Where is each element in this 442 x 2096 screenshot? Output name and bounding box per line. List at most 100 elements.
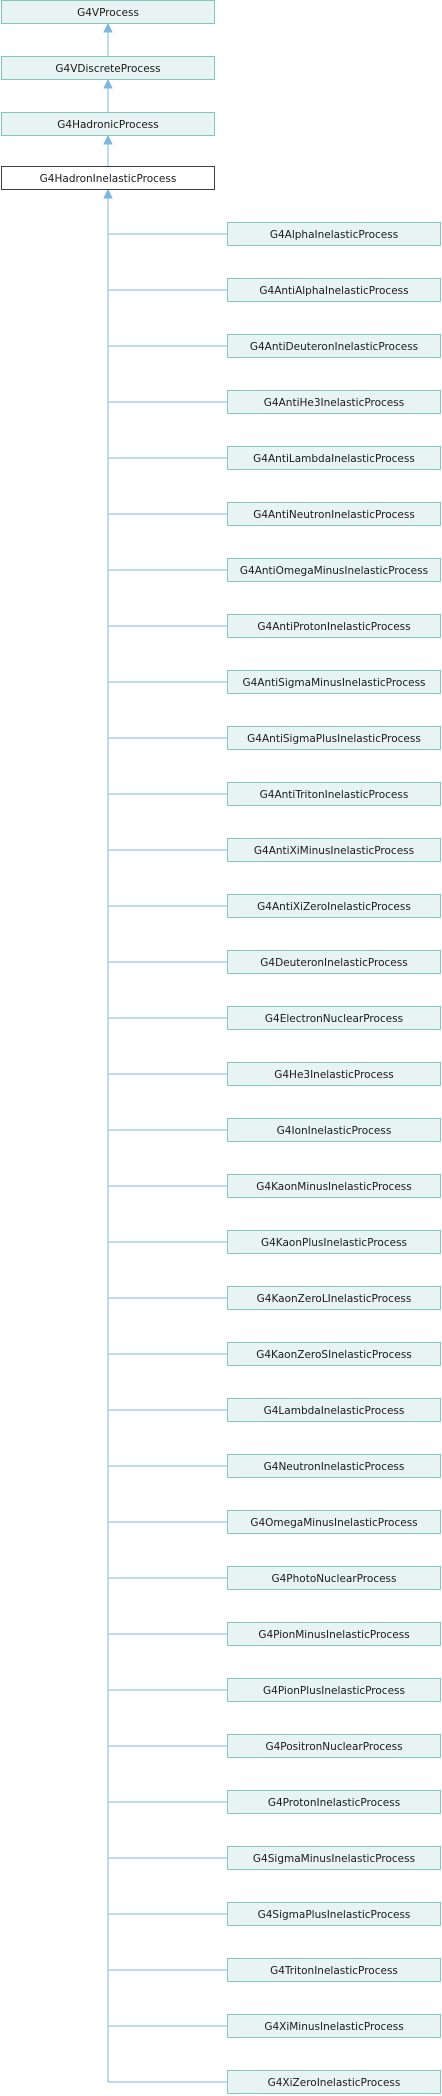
class-node-box [227,1174,441,1198]
class-node-photo-nuclear-process[interactable]: G4PhotoNuclearProcess [227,1566,441,1590]
class-node-label: G4LambdaInelasticProcess [264,1405,405,1417]
class-node-box [227,1006,441,1030]
class-node-anti-triton-inelastic-process[interactable]: G4AntiTritonInelasticProcess [227,782,441,806]
class-node-box [227,1678,441,1702]
class-node-box [227,2014,441,2038]
class-node-anti-alpha-inelastic-process[interactable]: G4AntiAlphaInelasticProcess [227,278,441,302]
class-node-box [227,1454,441,1478]
class-node-box [227,222,441,246]
class-node-box [227,950,441,974]
class-node-he3-inelastic-process[interactable]: G4He3InelasticProcess [227,1062,441,1086]
class-node-box [227,390,441,414]
class-node-anti-deuteron-inelastic-process[interactable]: G4AntiDeuteronInelasticProcess [227,334,441,358]
class-node-label: G4TritonInelasticProcess [270,1965,398,1977]
class-node-label: G4XiMinusInelasticProcess [264,2021,403,2033]
class-node-label: G4VProcess [77,7,139,19]
class-node-vdiscrete-process[interactable]: G4VDiscreteProcess [1,56,215,80]
class-node-label: G4PhotoNuclearProcess [271,1573,396,1585]
class-node-deuteron-inelastic-process[interactable]: G4DeuteronInelasticProcess [227,950,441,974]
class-node-anti-xi-minus-inelastic-process[interactable]: G4AntiXiMinusInelasticProcess [227,838,441,862]
class-node-electron-nuclear-process[interactable]: G4ElectronNuclearProcess [227,1006,441,1030]
class-node-box [227,614,441,638]
class-node-label: G4PionPlusInelasticProcess [263,1685,405,1697]
class-node-label: G4PositronNuclearProcess [265,1741,402,1753]
class-node-anti-omega-minus-inelastic-process[interactable]: G4AntiOmegaMinusInelasticProcess [227,558,441,582]
class-node-hadron-inelastic-process[interactable]: G4HadronInelasticProcess [1,166,215,190]
class-node-anti-sigma-minus-inelastic-process[interactable]: G4AntiSigmaMinusInelasticProcess [227,670,441,694]
class-node-proton-inelastic-process[interactable]: G4ProtonInelasticProcess [227,1790,441,1814]
class-node-xi-zero-inelastic-process[interactable]: G4XiZeroInelasticProcess [227,2070,441,2094]
class-node-positron-nuclear-process[interactable]: G4PositronNuclearProcess [227,1734,441,1758]
class-node-box [227,1790,441,1814]
class-node-label: G4VDiscreteProcess [55,63,160,75]
class-node-label: G4NeutronInelasticProcess [264,1461,405,1473]
class-node-box [227,1902,441,1926]
class-node-label: G4AntiXiMinusInelasticProcess [254,845,414,857]
class-node-label: G4OmegaMinusInelasticProcess [250,1517,417,1529]
class-node-ion-inelastic-process[interactable]: G4IonInelasticProcess [227,1118,441,1142]
class-node-box [227,502,441,526]
class-node-anti-proton-inelastic-process[interactable]: G4AntiProtonInelasticProcess [227,614,441,638]
class-node-pion-plus-inelastic-process[interactable]: G4PionPlusInelasticProcess [227,1678,441,1702]
inheritance-arrow-icon [103,78,113,89]
class-node-label: G4IonInelasticProcess [277,1125,392,1137]
class-node-label: G4XiZeroInelasticProcess [268,2077,401,2089]
class-node-box [227,334,441,358]
class-node-box [227,1118,441,1142]
inheritance-arrow-icon [103,134,113,145]
class-node-kaon-zero-linelastic-process[interactable]: G4KaonZeroLInelasticProcess [227,1286,441,1310]
class-node-box [1,112,215,136]
class-node-box [227,1230,441,1254]
class-node-kaon-plus-inelastic-process[interactable]: G4KaonPlusInelasticProcess [227,1230,441,1254]
class-node-anti-he3-inelastic-process[interactable]: G4AntiHe3InelasticProcess [227,390,441,414]
class-node-box [227,278,441,302]
class-node-label: G4AntiOmegaMinusInelasticProcess [240,565,428,577]
class-node-box [227,1510,441,1534]
class-node-box [1,56,215,80]
class-node-box [1,166,215,190]
class-node-anti-neutron-inelastic-process[interactable]: G4AntiNeutronInelasticProcess [227,502,441,526]
class-node-box [227,1398,441,1422]
class-node-kaon-zero-sinelastic-process[interactable]: G4KaonZeroSInelasticProcess [227,1342,441,1366]
class-node-omega-minus-inelastic-process[interactable]: G4OmegaMinusInelasticProcess [227,1510,441,1534]
class-node-label: G4He3InelasticProcess [274,1069,394,1081]
class-node-box [227,446,441,470]
class-node-neutron-inelastic-process[interactable]: G4NeutronInelasticProcess [227,1454,441,1478]
class-node-label: G4AntiSigmaPlusInelasticProcess [247,733,421,745]
class-node-label: G4AlphaInelasticProcess [270,229,398,241]
class-node-anti-lambda-inelastic-process[interactable]: G4AntiLambdaInelasticProcess [227,446,441,470]
class-node-sigma-plus-inelastic-process[interactable]: G4SigmaPlusInelasticProcess [227,1902,441,1926]
class-node-lambda-inelastic-process[interactable]: G4LambdaInelasticProcess [227,1398,441,1422]
class-node-label: G4AntiAlphaInelasticProcess [259,285,408,297]
class-node-box [227,1958,441,1982]
class-node-label: G4ProtonInelasticProcess [268,1797,400,1809]
class-node-label: G4HadronInelasticProcess [40,173,177,185]
class-node-box [227,782,441,806]
class-node-anti-sigma-plus-inelastic-process[interactable]: G4AntiSigmaPlusInelasticProcess [227,726,441,750]
class-node-box [227,1566,441,1590]
class-node-label: G4PionMinusInelasticProcess [258,1629,409,1641]
class-node-box [227,1286,441,1310]
class-node-vprocess[interactable]: G4VProcess [1,0,215,24]
class-node-label: G4AntiXiZeroInelasticProcess [257,901,411,913]
class-node-sigma-minus-inelastic-process[interactable]: G4SigmaMinusInelasticProcess [227,1846,441,1870]
class-node-alpha-inelastic-process[interactable]: G4AlphaInelasticProcess [227,222,441,246]
class-node-label: G4AntiHe3InelasticProcess [264,397,404,409]
class-node-box [227,1846,441,1870]
class-node-hadronic-process[interactable]: G4HadronicProcess [1,112,215,136]
class-node-box [227,1734,441,1758]
class-node-triton-inelastic-process[interactable]: G4TritonInelasticProcess [227,1958,441,1982]
class-node-box [1,0,215,24]
class-node-xi-minus-inelastic-process[interactable]: G4XiMinusInelasticProcess [227,2014,441,2038]
class-node-label: G4AntiDeuteronInelasticProcess [250,341,418,353]
class-node-label: G4KaonMinusInelasticProcess [256,1181,411,1193]
class-node-label: G4HadronicProcess [57,119,159,131]
class-node-anti-xi-zero-inelastic-process[interactable]: G4AntiXiZeroInelasticProcess [227,894,441,918]
class-node-kaon-minus-inelastic-process[interactable]: G4KaonMinusInelasticProcess [227,1174,441,1198]
class-node-label: G4ElectronNuclearProcess [265,1013,403,1025]
inheritance-edges [103,22,227,2083]
class-node-box [227,1062,441,1086]
class-node-box [227,1622,441,1646]
class-node-pion-minus-inelastic-process[interactable]: G4PionMinusInelasticProcess [227,1622,441,1646]
